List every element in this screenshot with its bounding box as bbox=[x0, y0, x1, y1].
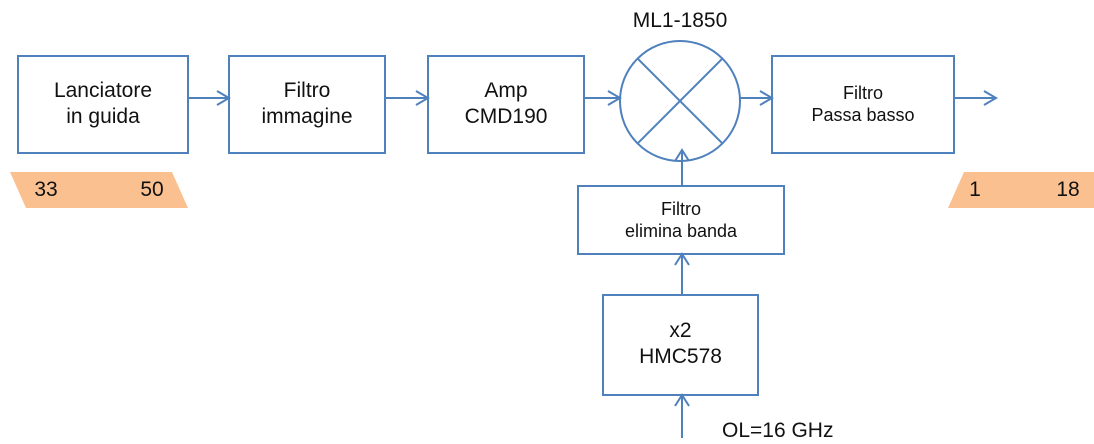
lowpass-filter-line2: Passa basso bbox=[811, 105, 915, 125]
lowpass-filter-line1: Filtro bbox=[843, 83, 883, 103]
local-oscillator-label: OL=16 GHz bbox=[722, 419, 834, 442]
mixer-label: ML1-1850 bbox=[632, 9, 728, 32]
arrow-notch-to-mixer bbox=[674, 148, 690, 186]
notch-filter-line2: elimina banda bbox=[624, 221, 738, 241]
launcher-line2: in guida bbox=[66, 105, 140, 128]
image-filter-label: Filtro immagine bbox=[229, 78, 385, 130]
input-band-low: 33 bbox=[34, 178, 58, 201]
output-band-low: 1 bbox=[969, 178, 981, 201]
launcher-block bbox=[17, 55, 189, 154]
doubler-label: x2 HMC578 bbox=[603, 318, 758, 370]
image-filter-block bbox=[228, 55, 386, 154]
lowpass-filter-label: Filtro Passa basso bbox=[772, 82, 954, 126]
amplifier-block bbox=[427, 55, 585, 154]
arrow-filter-to-amp bbox=[385, 90, 430, 106]
amplifier-line1: Amp bbox=[484, 79, 528, 102]
launcher-line1: Lanciatore bbox=[53, 79, 153, 102]
arrow-lo-input bbox=[674, 393, 690, 438]
doubler-line2: HMC578 bbox=[639, 345, 722, 368]
notch-filter-line1: Filtro bbox=[661, 199, 701, 219]
output-band-high: 18 bbox=[1056, 178, 1080, 201]
doubler-block bbox=[602, 294, 759, 396]
launcher-label: Lanciatore in guida bbox=[18, 78, 188, 130]
output-band-marker bbox=[948, 172, 1094, 208]
amplifier-line2: CMD190 bbox=[464, 105, 548, 128]
amplifier-label: Amp CMD190 bbox=[428, 78, 584, 130]
image-filter-line1: Filtro bbox=[283, 79, 331, 102]
doubler-line1: x2 bbox=[669, 319, 692, 342]
image-filter-line2: immagine bbox=[261, 105, 353, 128]
arrow-launcher-to-filter bbox=[188, 90, 231, 106]
arrow-mixer-to-lowpass bbox=[740, 90, 774, 106]
mixer-symbol bbox=[619, 40, 741, 162]
arrow-doubler-to-notch bbox=[674, 252, 690, 295]
lowpass-filter-block bbox=[771, 55, 955, 154]
arrow-output bbox=[954, 90, 998, 106]
notch-filter-label: Filtro elimina banda bbox=[578, 198, 784, 242]
arrow-amp-to-mixer bbox=[584, 90, 622, 106]
input-band-high: 50 bbox=[140, 178, 164, 201]
input-band-marker bbox=[10, 172, 188, 208]
